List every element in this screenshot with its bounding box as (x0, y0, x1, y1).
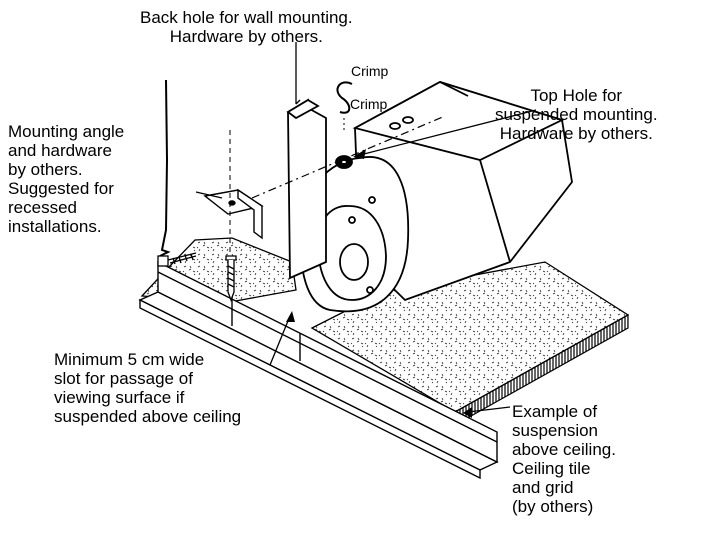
label-crimp-bottom: Crimp (350, 96, 388, 112)
label-mounting-angle-line6: installations. (8, 217, 102, 236)
label-example-line4: Ceiling tile (512, 459, 591, 478)
label-example-line5: and grid (512, 478, 574, 497)
label-minimum-slot-line1: Minimum 5 cm wide (54, 350, 205, 369)
label-mounting-angle-line3: by others. (8, 160, 83, 179)
wood-screw (225, 255, 237, 302)
hanger-wire (159, 79, 171, 257)
label-minimum-slot-line3: viewing surface if (54, 388, 185, 407)
label-crimp-top: Crimp (351, 63, 389, 79)
label-mounting-angle-line1: Mounting angle (8, 122, 125, 141)
label-back-hole-line2: Hardware by others. (169, 27, 323, 46)
hole-axis (251, 115, 446, 199)
projector-body (352, 81, 573, 302)
leader-lines (195, 42, 537, 413)
label-example: Example of suspension above ceiling. Cei… (512, 402, 616, 516)
wall-screw (157, 252, 197, 267)
arrowheads (286, 149, 472, 418)
label-minimum-slot: Minimum 5 cm wide slot for passage of vi… (54, 350, 241, 426)
label-mounting-angle: Mounting angle and hardware by others. S… (8, 122, 124, 236)
label-example-line6: (by others) (512, 497, 594, 516)
crimp-hook (336, 81, 353, 114)
label-mounting-angle-line5: recessed (8, 198, 77, 217)
label-top-hole: Top Hole for suspended mounting. Hardwar… (495, 86, 658, 143)
label-minimum-slot-line4: suspended above ceiling (54, 407, 242, 426)
t-bar-grid (138, 260, 499, 480)
label-example-line2: suspension (512, 421, 599, 440)
label-example-line1: Example of (512, 402, 598, 421)
label-top-hole-line3: Hardware by others. (499, 124, 653, 143)
label-example-line3: above ceiling. (512, 440, 616, 459)
label-top-hole-line2: suspended mounting. (495, 105, 658, 124)
label-mounting-angle-line4: Suggested for (8, 179, 114, 198)
label-back-hole: Back hole for wall mounting. Hardware by… (140, 8, 353, 46)
label-minimum-slot-line2: slot for passage of (54, 369, 193, 388)
label-mounting-angle-line2: and hardware (8, 141, 112, 160)
label-back-hole-line1: Back hole for wall mounting. (140, 8, 353, 27)
label-top-hole-line1: Top Hole for (530, 86, 623, 105)
projector-front (299, 156, 410, 313)
